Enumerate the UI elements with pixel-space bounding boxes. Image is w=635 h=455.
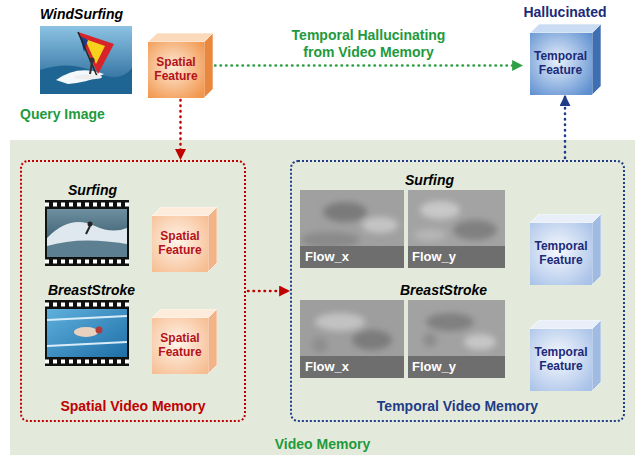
flow-image — [300, 300, 404, 378]
group-title: Temporal Video Memory — [292, 398, 623, 414]
cube-label: Temporal Feature — [534, 346, 587, 374]
film-strip — [45, 300, 129, 366]
cube-label: Temporal Feature — [534, 50, 587, 78]
image-caption: Query Image — [20, 106, 105, 122]
cube-label: Spatial Feature — [154, 56, 197, 84]
query-photo — [40, 26, 132, 94]
film-strip — [45, 200, 129, 266]
feature-cube: Temporal Feature — [530, 320, 601, 391]
flow-label: Flow_x — [305, 249, 349, 264]
panel-title: Video Memory — [10, 436, 635, 452]
flow-image — [300, 190, 404, 268]
flow-image — [408, 300, 505, 378]
cube-label: Temporal Feature — [534, 240, 587, 268]
feature-cube: Spatial Feature — [148, 33, 213, 98]
image-title: WindSurfing — [40, 6, 123, 22]
video-title: BreastStroke — [400, 282, 487, 298]
feature-cube: Temporal Feature — [530, 214, 601, 285]
query-image: WindSurfingQuery Image — [18, 4, 146, 122]
dotted-arrow — [215, 64, 522, 67]
feature-cube: Spatial Feature — [152, 309, 217, 374]
memory-panel-ground — [10, 140, 635, 455]
flow-image — [408, 190, 505, 268]
dotted-arrow — [564, 96, 567, 158]
feature-cube: Spatial Feature — [152, 207, 217, 272]
video-title: Surfing — [68, 182, 117, 198]
dotted-arrow — [248, 290, 289, 293]
video-title: Surfing — [405, 172, 454, 188]
video-title: BreastStroke — [48, 282, 135, 298]
dotted-arrow — [179, 100, 182, 159]
edge-label: Temporal Hallucinating from Video Memory — [283, 27, 455, 61]
cube-heading: Hallucinated — [523, 4, 606, 20]
cube-label: Spatial Feature — [158, 230, 201, 258]
cube-label: Spatial Feature — [158, 332, 201, 360]
flow-label: Flow_x — [305, 359, 349, 374]
group-title: Spatial Video Memory — [22, 398, 244, 414]
feature-cube: HallucinatedTemporal Feature — [523, 4, 607, 95]
flow-label: Flow_y — [412, 249, 456, 264]
flow-label: Flow_y — [412, 359, 456, 374]
